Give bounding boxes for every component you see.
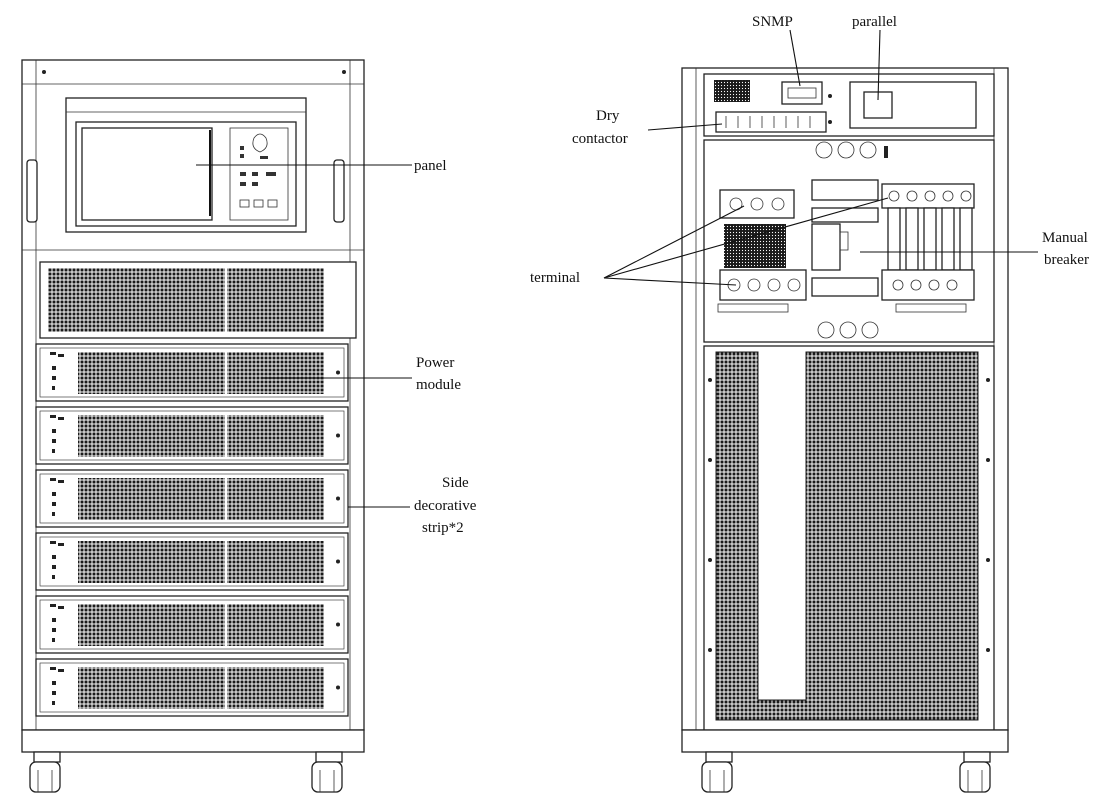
label-parallel: parallel bbox=[852, 14, 897, 30]
power-module bbox=[35, 532, 349, 591]
compartment-vent bbox=[724, 224, 786, 268]
module-vent-grille bbox=[78, 667, 324, 709]
breaker-switch bbox=[839, 231, 849, 251]
side-decorative-strip-left bbox=[26, 159, 38, 223]
module-screw bbox=[336, 370, 340, 375]
terminal-bank-right bbox=[881, 183, 975, 271]
module-vent-grille bbox=[78, 415, 324, 457]
rear-base bbox=[681, 729, 1009, 753]
terminal-upper-left bbox=[719, 189, 795, 219]
label-side-strip-line2: decorative bbox=[414, 498, 477, 514]
module-screw bbox=[336, 559, 340, 564]
module-screw bbox=[336, 433, 340, 438]
module-vent-grille bbox=[78, 352, 324, 394]
rear-vent-grille bbox=[715, 351, 979, 721]
label-snmp: SNMP bbox=[752, 14, 793, 30]
label-manual-breaker-line2: breaker bbox=[1044, 252, 1089, 268]
module-screw bbox=[336, 622, 340, 627]
lcd-screen bbox=[81, 127, 213, 221]
breaker-label-plate bbox=[811, 207, 879, 223]
caster-left bbox=[29, 751, 61, 793]
control-keypad bbox=[229, 127, 289, 221]
terminal-lower-right bbox=[881, 269, 975, 301]
module-indicator-leds bbox=[50, 478, 64, 516]
dry-contactor-block bbox=[715, 111, 827, 133]
label-dry-contactor-line2: contactor bbox=[572, 131, 628, 147]
label-side-strip-line1: Side bbox=[442, 475, 469, 491]
label-side-strip-line3: strip*2 bbox=[422, 520, 464, 536]
module-screw bbox=[336, 685, 340, 690]
label-power-module-line1: Power bbox=[416, 355, 454, 371]
manual-breaker-body bbox=[811, 223, 841, 271]
small-vent bbox=[714, 80, 750, 102]
lower-terminal-strip bbox=[811, 277, 879, 297]
rear-caster-left bbox=[701, 751, 733, 793]
power-module bbox=[35, 595, 349, 654]
label-panel: panel bbox=[414, 158, 446, 174]
module-indicator-leds bbox=[50, 667, 64, 705]
module-indicator-leds bbox=[50, 352, 64, 390]
label-terminal: terminal bbox=[530, 270, 580, 286]
front-cabinet bbox=[21, 59, 365, 793]
vent-grille-pattern bbox=[48, 268, 324, 332]
caster-right bbox=[311, 751, 343, 793]
rear-cabinet bbox=[681, 67, 1009, 793]
display-panel bbox=[65, 97, 307, 233]
module-indicator-leds bbox=[50, 415, 64, 453]
logo-drop-icon bbox=[252, 133, 268, 153]
module-vent-grille bbox=[78, 541, 324, 583]
power-module bbox=[35, 343, 349, 402]
module-screw bbox=[336, 496, 340, 501]
power-module bbox=[35, 658, 349, 717]
module-indicator-leds bbox=[50, 541, 64, 579]
snmp-slot bbox=[781, 81, 823, 105]
side-decorative-strip-right bbox=[333, 159, 345, 223]
front-base bbox=[21, 729, 365, 753]
upper-terminal-strip bbox=[811, 179, 879, 201]
front-callouts: panel Power module Side decorative strip… bbox=[196, 158, 477, 536]
module-vent-grille bbox=[78, 478, 324, 520]
label-manual-breaker-line1: Manual bbox=[1042, 230, 1088, 246]
label-power-module-line2: module bbox=[416, 377, 461, 393]
label-dry-contactor-line1: Dry bbox=[596, 108, 620, 124]
rear-caster-right bbox=[959, 751, 991, 793]
power-module-stack bbox=[35, 343, 349, 717]
power-module bbox=[35, 469, 349, 528]
rear-callouts: SNMP parallel Dry contactor terminal Man… bbox=[530, 14, 1089, 286]
module-vent-grille bbox=[78, 604, 324, 646]
module-indicator-leds bbox=[50, 604, 64, 642]
power-module bbox=[35, 406, 349, 465]
